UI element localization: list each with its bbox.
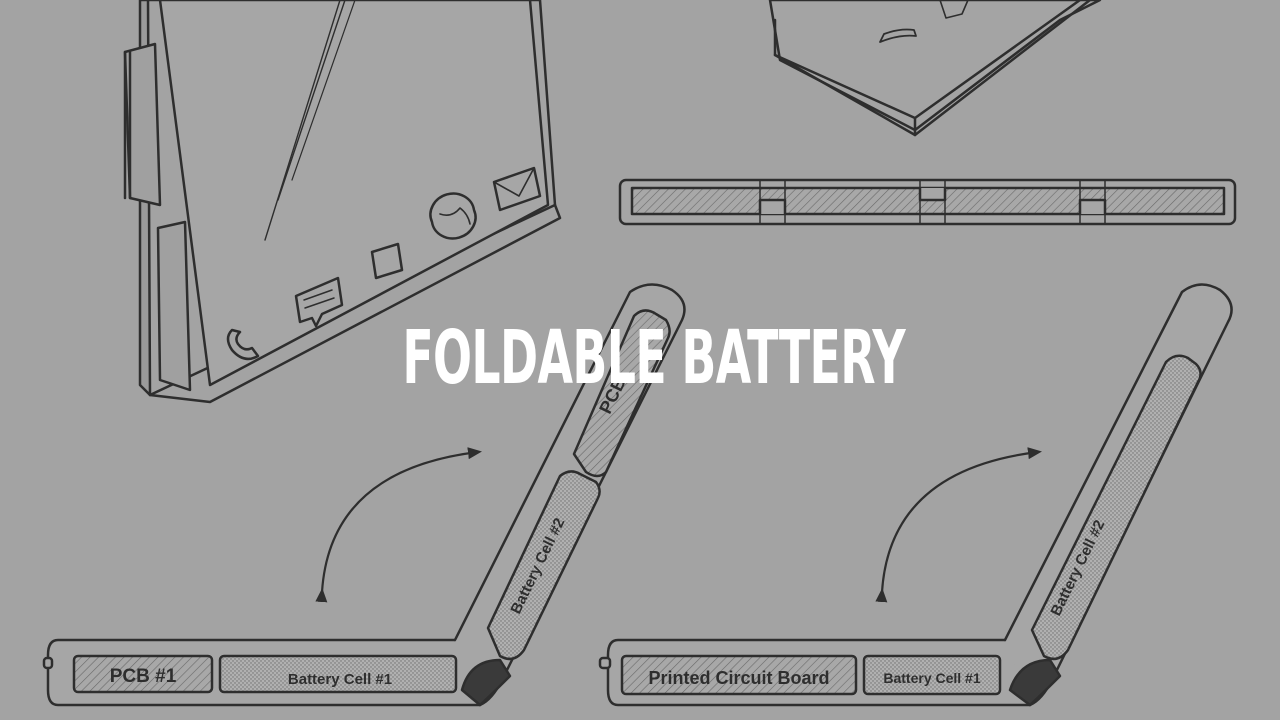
- fold-arrow-right: [875, 447, 1042, 603]
- fold-arrow-left: [315, 447, 482, 603]
- globe-icon: [429, 192, 477, 240]
- label-printed-circuit-board: Printed Circuit Board: [648, 668, 829, 688]
- phone-drawing: [123, 0, 562, 404]
- label-battery-cell-1-left: Battery Cell #1: [288, 671, 392, 688]
- folded-battery-right: [598, 283, 1233, 707]
- chat-icon: [294, 276, 344, 328]
- battery-cross-section: [618, 178, 1237, 226]
- folded-battery-left: [42, 283, 686, 707]
- label-pcb-1: PCB #1: [110, 666, 177, 687]
- envelope-icon: [492, 166, 542, 212]
- overlay-title: FOLDABLE BATTERY: [402, 315, 906, 401]
- contacts-icon: [370, 242, 404, 280]
- label-battery-cell-1-right: Battery Cell #1: [883, 670, 980, 686]
- phone-icon: [226, 328, 260, 361]
- phone-case-drawing: [768, 0, 1102, 137]
